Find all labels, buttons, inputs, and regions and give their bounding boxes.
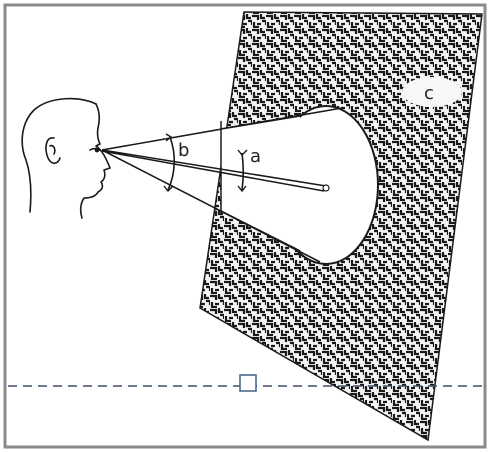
- angle-a-arrow-bottom: [237, 185, 247, 193]
- axis-endpoint: [322, 184, 330, 192]
- cone-upper-edge-inner: [220, 115, 301, 130]
- square-marker-icon: [239, 374, 257, 392]
- visual-axis-lower: [101, 150, 325, 192]
- label-c: c: [424, 83, 434, 104]
- cone-interior: [221, 116, 300, 250]
- label-c-background: [402, 77, 462, 107]
- head-profile-icon: [21, 97, 111, 219]
- angle-a-arrow-top: [237, 149, 248, 157]
- label-b: b: [178, 140, 189, 161]
- angle-b-arrow-bottom: [163, 185, 174, 193]
- cone-lower-edge-inner: [220, 210, 301, 252]
- label-a: a: [250, 146, 261, 167]
- angle-b-arc: [167, 136, 176, 191]
- angle-b-arrow-top: [165, 133, 173, 142]
- visual-axis-upper: [101, 149, 327, 187]
